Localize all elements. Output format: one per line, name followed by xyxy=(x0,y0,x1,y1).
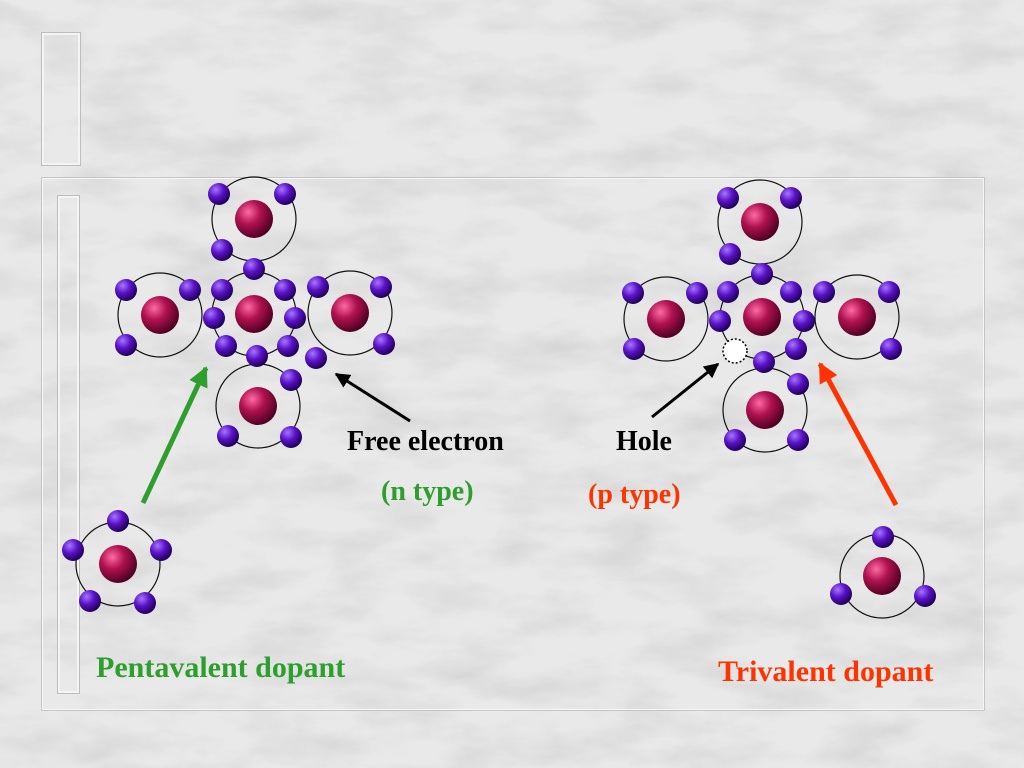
electron xyxy=(787,373,809,395)
electron xyxy=(179,279,201,301)
nucleus xyxy=(863,557,901,595)
electron xyxy=(830,583,852,605)
electron xyxy=(307,276,329,298)
electron xyxy=(709,310,731,332)
electron xyxy=(211,239,233,261)
orbit-rings xyxy=(75,176,925,619)
pentavalent-arrow xyxy=(140,366,209,505)
electron xyxy=(284,307,306,329)
electron xyxy=(280,426,302,448)
electron xyxy=(211,279,233,301)
electron xyxy=(215,335,237,357)
electron xyxy=(872,526,894,548)
electron xyxy=(623,338,645,360)
nucleus xyxy=(647,300,685,338)
electron xyxy=(780,281,802,303)
electron xyxy=(115,334,137,356)
electrons xyxy=(62,183,936,614)
electron xyxy=(793,310,815,332)
nucleus xyxy=(141,296,179,334)
nucleus xyxy=(746,391,784,429)
nucleus xyxy=(741,203,779,241)
trivalent-dopant-label: Trivalent dopant xyxy=(718,655,934,688)
electron xyxy=(280,369,302,391)
content-frame xyxy=(42,178,984,710)
nucleus xyxy=(331,294,369,332)
electron xyxy=(753,351,775,373)
electron xyxy=(878,281,900,303)
electron xyxy=(785,338,807,360)
electron xyxy=(203,307,225,329)
hole-label: Hole xyxy=(616,426,672,457)
nucleus xyxy=(99,545,137,583)
electron xyxy=(370,276,392,298)
electron xyxy=(305,347,327,369)
electron xyxy=(134,592,156,614)
electron xyxy=(274,183,296,205)
electron xyxy=(880,338,902,360)
decorative-frame-side xyxy=(58,196,79,693)
p-type-label: (p type) xyxy=(588,479,681,510)
electron xyxy=(914,585,936,607)
electron xyxy=(107,510,129,532)
nucleus xyxy=(239,387,277,425)
decorative-frame-top xyxy=(42,33,80,165)
electron xyxy=(813,281,835,303)
electron xyxy=(62,539,84,561)
orbit-ring xyxy=(814,274,900,360)
electron xyxy=(751,263,773,285)
electron xyxy=(780,187,802,209)
free-electron-label: Free electron xyxy=(347,426,504,457)
hole-marker xyxy=(722,338,748,364)
electron xyxy=(208,183,230,205)
nucleus xyxy=(235,295,273,333)
electron xyxy=(246,345,268,367)
orbit-ring xyxy=(117,272,203,358)
electron xyxy=(686,282,708,304)
atom-nuclei xyxy=(99,200,901,595)
electron xyxy=(243,258,265,280)
electron xyxy=(622,282,644,304)
electron xyxy=(277,335,299,357)
electron xyxy=(717,281,739,303)
electron xyxy=(79,590,101,612)
electron xyxy=(217,425,239,447)
nucleus xyxy=(743,298,781,336)
electron xyxy=(719,243,741,265)
electron xyxy=(274,279,296,301)
nucleus xyxy=(235,200,273,238)
electron xyxy=(717,187,739,209)
nucleus xyxy=(838,298,876,336)
electron xyxy=(150,539,172,561)
trivalent-arrow xyxy=(817,362,899,507)
electron xyxy=(115,279,137,301)
electron xyxy=(787,429,809,451)
orbit-ring xyxy=(623,276,709,362)
free-electron-arrow xyxy=(334,372,411,423)
electron xyxy=(373,333,395,355)
electron xyxy=(724,429,746,451)
hole-arrow xyxy=(651,362,720,419)
pentavalent-dopant-label: Pentavalent dopant xyxy=(96,651,346,684)
n-type-label: (n type) xyxy=(381,476,474,507)
orbit-ring xyxy=(307,270,393,356)
